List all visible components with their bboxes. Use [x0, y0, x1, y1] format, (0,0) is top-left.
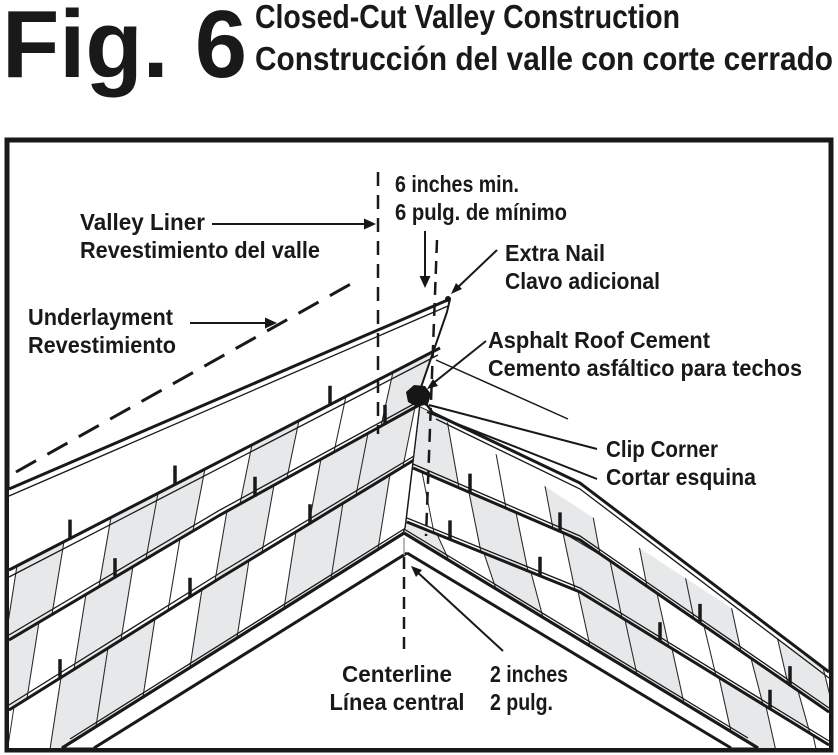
left-deck-edge	[8, 297, 451, 491]
right-deck-edge	[432, 411, 830, 674]
asphalt-cement-arrow	[430, 340, 487, 386]
centerline-dashline-upper	[424, 239, 439, 537]
shingle-tab	[797, 689, 829, 748]
label-asphalt-cement-en: Asphalt Roof Cement	[488, 327, 710, 353]
six-inches-arrowhead	[419, 276, 431, 288]
right-course2-shadow	[406, 517, 830, 742]
left-course1-shadow	[8, 399, 422, 636]
label-extra-nail-en: Extra Nail	[505, 240, 605, 266]
right-course2-butt	[406, 520, 830, 747]
label-two-inches-en: 2 inches	[490, 661, 568, 687]
right-course1-butt	[412, 466, 830, 714]
figure-number: Fig. 6	[2, 0, 247, 98]
left-course2-shadow	[8, 455, 415, 706]
label-extra-nail-es: Clavo adicional	[505, 268, 660, 294]
left-upper-cut-edge	[418, 298, 451, 394]
figure-title-en: Closed-Cut Valley Construction	[255, 0, 680, 35]
clip-corner-leader-1	[428, 404, 598, 450]
right-chevron-shadow	[403, 528, 749, 739]
asphalt-cement-arrowhead	[427, 379, 438, 389]
clip-corner-leader-2	[426, 411, 598, 480]
extra-nail-dot	[445, 296, 451, 302]
extra-nail-arrow	[454, 249, 498, 291]
label-six-inches-en: 6 inches min.	[395, 171, 519, 197]
valley-wedge	[93, 538, 732, 750]
right-liner-edge	[435, 359, 569, 420]
diagram-border	[4, 137, 834, 753]
valley-liner-arrowhead	[364, 218, 376, 230]
callout-labels: 6 inches min. 6 pulg. de mínimo Valley L…	[28, 171, 802, 715]
left-course2-butt	[8, 458, 415, 712]
left-chevron-edge	[61, 531, 405, 750]
left-chevron-shadow	[69, 528, 405, 740]
left-roof-plane	[8, 297, 451, 750]
right-chevron-edge	[403, 531, 759, 750]
right-course1-shadow	[412, 463, 830, 709]
right-deck-edge-inner	[435, 418, 830, 679]
leader-arrows	[190, 218, 598, 652]
label-centerline-es: Línea central	[330, 689, 465, 715]
label-centerline-en: Centerline	[342, 661, 452, 687]
label-valley-liner-en: Valley Liner	[80, 209, 205, 235]
left-deck-edge-inner	[8, 305, 449, 497]
asphalt-cement-blob	[406, 385, 431, 407]
label-underlayment-en: Underlayment	[28, 304, 173, 330]
figure-title-es: Construcción del valle con corte cerrado	[255, 40, 833, 77]
left-course1-butt	[8, 402, 422, 642]
label-six-inches-es: 6 pulg. de mínimo	[395, 199, 567, 225]
underlayment-dashline	[15, 279, 357, 474]
label-underlayment-es: Revestimiento	[28, 332, 176, 358]
valley-wedge-fill	[94, 553, 731, 748]
label-valley-liner-es: Revestimiento del valle	[80, 237, 320, 263]
extra-nail-arrowhead	[451, 283, 462, 294]
left-course-top	[8, 346, 441, 572]
label-two-inches-es: 2 pulg.	[490, 689, 553, 715]
valley-wedge-right-edge	[406, 551, 732, 750]
label-clip-corner-en: Clip Corner	[606, 436, 718, 462]
label-clip-corner-es: Cortar esquina	[606, 464, 756, 490]
label-asphalt-cement-es: Cemento asfáltico para techos	[488, 355, 802, 381]
underlayment-arrowhead	[265, 317, 277, 329]
two-inches-arrowhead	[411, 566, 422, 577]
valley-wedge-left-edge	[93, 551, 408, 750]
two-inches-arrow	[414, 569, 504, 652]
left-course-top-inner	[8, 354, 439, 578]
